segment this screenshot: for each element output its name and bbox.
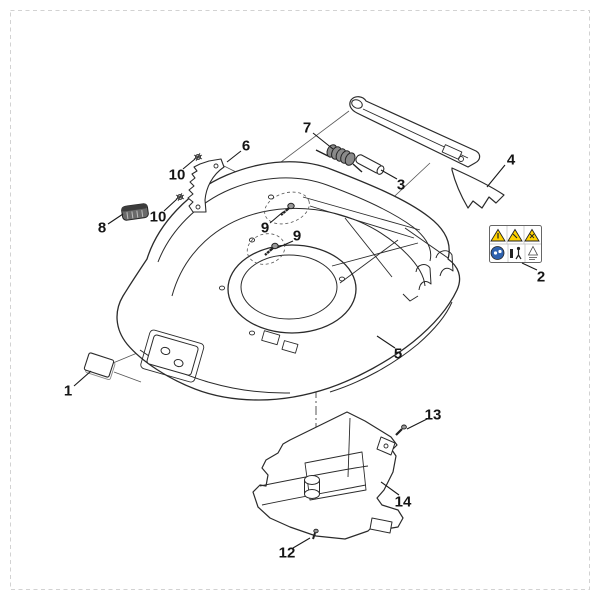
part-callout-12: 12 [278, 544, 296, 562]
part-callout-1: 1 [63, 382, 73, 400]
warning-triangle-icon [490, 228, 506, 242]
front-step-details [261, 330, 299, 354]
safety-label [489, 225, 542, 263]
screw-10b [175, 192, 185, 202]
guard-boss [304, 475, 320, 499]
screw-10a [193, 152, 203, 162]
screw-12 [312, 528, 319, 540]
screw-9a [280, 202, 295, 216]
warning-triangle-icon [507, 228, 523, 242]
part-callout-6: 6 [241, 137, 251, 155]
dashed-frame [10, 10, 590, 590]
part-callout-2: 2 [536, 268, 546, 286]
mower-deck-housing [116, 161, 461, 401]
leader-lines [73, 132, 538, 549]
part-callout-14: 14 [394, 493, 412, 511]
model-sticker [83, 352, 116, 381]
part-callout-5: 5 [393, 345, 403, 363]
part-callout-9: 9 [292, 227, 302, 245]
hinge-pin [355, 154, 385, 175]
front-plate [140, 329, 205, 383]
flap-latch [441, 144, 463, 160]
screw-9b [264, 242, 279, 256]
belt-guard [252, 411, 404, 540]
mandatory-blue-circle-icon [490, 246, 505, 260]
screw-position-markers [246, 191, 310, 265]
part-callout-10: 10 [149, 208, 167, 226]
caution-pictogram-icon [527, 245, 539, 260]
rear-hinge-hooks [402, 227, 454, 302]
part-callout-3: 3 [396, 176, 406, 194]
part-callout-13: 13 [424, 406, 442, 424]
part-callout-10: 10 [168, 166, 186, 184]
warning-triangle-icon [524, 228, 540, 242]
screw-13 [395, 424, 407, 436]
part-callout-8: 8 [97, 219, 107, 237]
rack-screws [175, 152, 203, 202]
handle-mount-braces [302, 196, 421, 284]
part-callout-4: 4 [506, 151, 516, 169]
height-adjust-rack [187, 158, 225, 213]
deck-screws [264, 202, 295, 256]
rubber-bumper [121, 203, 149, 221]
blade-chamber-ring [227, 244, 357, 334]
deck-surface-holes [218, 276, 346, 336]
part-callout-9: 9 [260, 219, 270, 237]
part-callout-7: 7 [302, 119, 312, 137]
torsion-spring [315, 144, 363, 173]
read-manual-pictogram-icon [510, 246, 522, 260]
rear-flap [349, 96, 505, 209]
